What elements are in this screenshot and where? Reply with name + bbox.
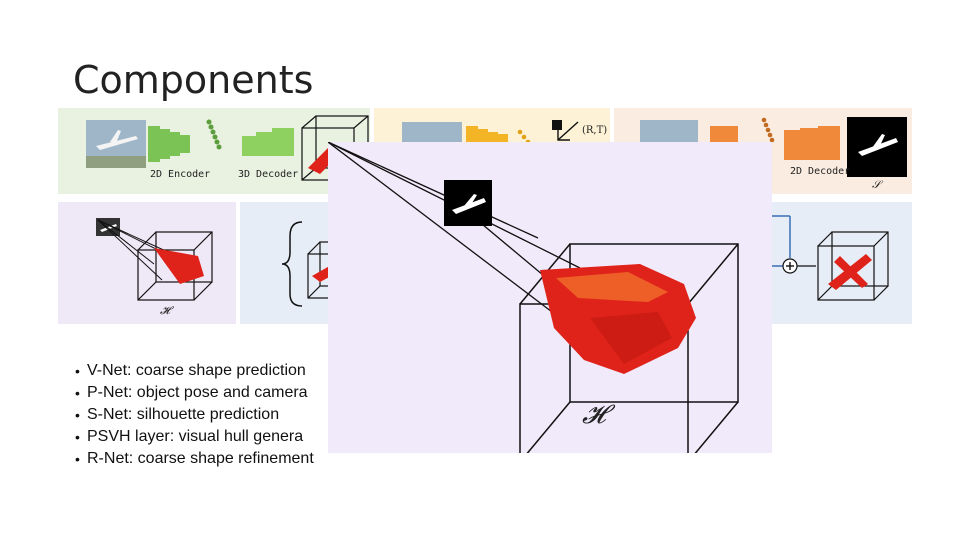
bullet-rnet: R-Net: coarse shape refinement [75, 448, 314, 470]
component-bullet-list: V-Net: coarse shape prediction P-Net: ob… [75, 360, 314, 470]
pose-label: (R,T) [582, 125, 608, 136]
bullet-psvh: PSVH layer: visual hull genera [75, 426, 314, 448]
psvh-zoom-diagram [328, 142, 739, 453]
hull-symbol-large: 𝓗 [582, 400, 606, 430]
left-brace-icon [281, 221, 303, 307]
vnet-diagram [86, 115, 369, 181]
slide-title: Components [73, 58, 314, 102]
silhouette-symbol: 𝒮 [872, 178, 881, 191]
visual-hull-shape [154, 248, 204, 284]
decoder-2d-label: 2D Decoder [790, 166, 851, 177]
decoder-3d-label: 3D Decoder [238, 169, 299, 180]
encoder-2d-label: 2D Encoder [150, 169, 211, 180]
hull-symbol-small: 𝓗 [160, 304, 170, 317]
airplane-icon [96, 136, 138, 150]
rnet-right-diagram [770, 215, 889, 301]
psvh-panel: 𝓗 [58, 202, 236, 324]
rnet-panel-right [770, 202, 912, 324]
bullet-pnet: P-Net: object pose and camera [75, 382, 314, 404]
vnet-panel: 2D Encoder 3D Decoder [58, 108, 370, 194]
psvh-zoom-overlay: 𝓗 [328, 142, 772, 453]
bullet-snet: S-Net: silhouette prediction [75, 404, 314, 426]
psvh-diagram [96, 218, 213, 301]
bullet-vnet: V-Net: coarse shape prediction [75, 360, 314, 382]
